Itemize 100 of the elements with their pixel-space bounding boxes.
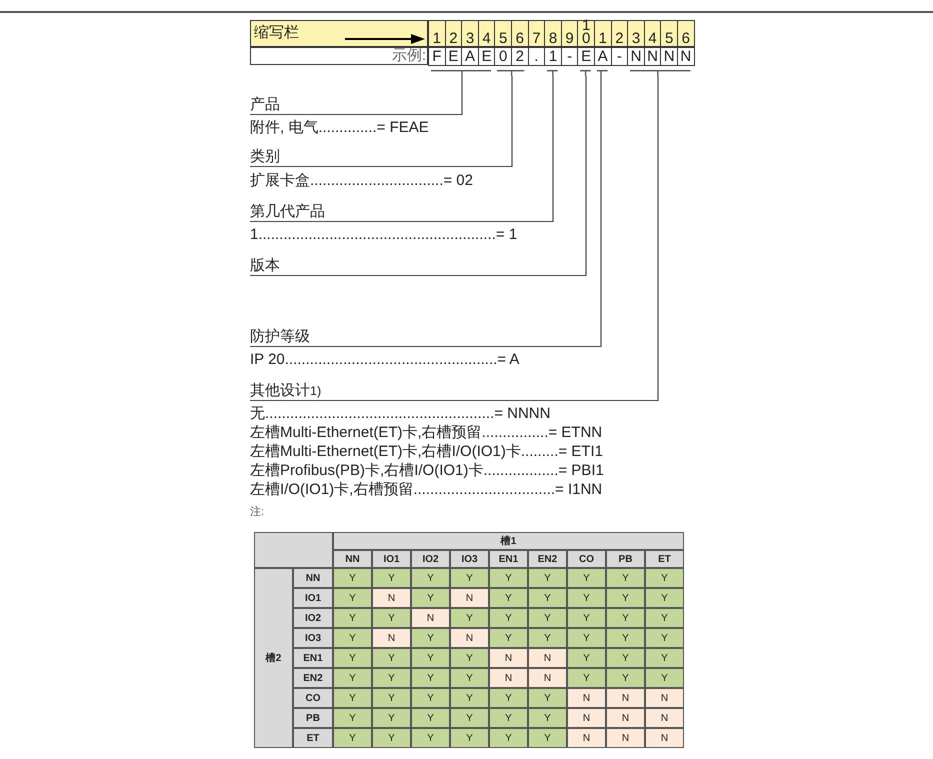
position-number: 5 bbox=[494, 20, 512, 47]
leader-line bbox=[552, 76, 554, 222]
compatibility-cell: Y bbox=[333, 628, 372, 648]
column-header: IO1 bbox=[372, 550, 411, 568]
code-character: 1 bbox=[544, 47, 562, 66]
bracket bbox=[547, 70, 558, 76]
position-number: 6 bbox=[677, 20, 695, 47]
compatibility-cell: Y bbox=[333, 568, 372, 588]
compatibility-cell: Y bbox=[645, 628, 684, 648]
column-header: EN2 bbox=[528, 550, 567, 568]
position-number: 3 bbox=[461, 20, 479, 47]
compatibility-cell: Y bbox=[411, 728, 450, 748]
compatibility-cell: Y bbox=[411, 648, 450, 668]
compatibility-cell: Y bbox=[489, 608, 528, 628]
compatibility-cell: Y bbox=[450, 668, 489, 688]
compatibility-cell: Y bbox=[411, 568, 450, 588]
compatibility-cell: Y bbox=[645, 588, 684, 608]
option-line: 左槽Multi-Ethernet(ET)卡,右槽I/O(IO1)卡.........= ETI1 bbox=[250, 443, 603, 461]
compatibility-cell: N bbox=[528, 668, 567, 688]
compatibility-cell: N bbox=[411, 608, 450, 628]
row-header: EN2 bbox=[293, 668, 333, 688]
compatibility-cell: Y bbox=[567, 588, 606, 608]
compatibility-cell: Y bbox=[333, 648, 372, 668]
compatibility-cell: Y bbox=[372, 568, 411, 588]
row-header: NN bbox=[293, 568, 333, 588]
compatibility-cell: Y bbox=[450, 688, 489, 708]
option-line: 左槽Multi-Ethernet(ET)卡,右槽预留................= ETNN bbox=[250, 424, 602, 442]
leader-line bbox=[461, 76, 463, 115]
compatibility-cell: Y bbox=[606, 668, 645, 688]
compatibility-cell: Y bbox=[333, 608, 372, 628]
compatibility-cell: Y bbox=[567, 628, 606, 648]
bracket bbox=[431, 70, 492, 76]
column-group-header: 槽1 bbox=[333, 532, 684, 550]
option-line: 左槽I/O(IO1)卡,右槽预留..................................= I1NN bbox=[250, 481, 602, 499]
compatibility-cell: Y bbox=[606, 648, 645, 668]
compatibility-cell: Y bbox=[333, 668, 372, 688]
position-number: 10 bbox=[577, 20, 595, 47]
bracket bbox=[630, 70, 691, 76]
compatibility-cell: Y bbox=[372, 668, 411, 688]
compatibility-cell: N bbox=[606, 688, 645, 708]
compatibility-cell: N bbox=[489, 668, 528, 688]
section-heading: 产品 bbox=[250, 93, 462, 115]
bracket bbox=[497, 70, 525, 76]
code-character: N bbox=[677, 47, 695, 66]
position-number: 8 bbox=[544, 20, 562, 47]
compatibility-cell: Y bbox=[450, 648, 489, 668]
option-line: IP 20...................................................= A bbox=[250, 351, 520, 369]
code-character: E bbox=[478, 47, 496, 66]
code-character: N bbox=[644, 47, 662, 66]
compatibility-cell: Y bbox=[528, 628, 567, 648]
leader-line bbox=[657, 76, 659, 401]
option-line: 无.......................................................= NNNN bbox=[250, 405, 550, 423]
compatibility-cell: Y bbox=[333, 688, 372, 708]
row-header: EN1 bbox=[293, 648, 333, 668]
row-header: IO3 bbox=[293, 628, 333, 648]
compatibility-cell: Y bbox=[567, 608, 606, 628]
row-header: CO bbox=[293, 688, 333, 708]
compatibility-cell: Y bbox=[567, 668, 606, 688]
position-number: 6 bbox=[511, 20, 529, 47]
compatibility-cell: Y bbox=[489, 568, 528, 588]
column-header: NN bbox=[333, 550, 372, 568]
leader-line bbox=[511, 76, 513, 167]
section-heading: 防护等级 bbox=[250, 325, 601, 347]
compatibility-cell: Y bbox=[411, 688, 450, 708]
leader-line bbox=[585, 76, 587, 276]
row-header: IO1 bbox=[293, 588, 333, 608]
compatibility-cell: Y bbox=[450, 708, 489, 728]
bracket bbox=[597, 70, 608, 76]
code-character: E bbox=[444, 47, 462, 66]
code-character: - bbox=[610, 47, 628, 66]
compatibility-cell: Y bbox=[333, 588, 372, 608]
compatibility-cell: Y bbox=[372, 708, 411, 728]
compatibility-cell: Y bbox=[567, 648, 606, 668]
example-label: 示例: bbox=[390, 47, 426, 65]
option-line: 附件, 电气..............= FEAE bbox=[250, 119, 429, 137]
compatibility-cell: N bbox=[567, 688, 606, 708]
compatibility-cell: Y bbox=[411, 708, 450, 728]
compatibility-cell: Y bbox=[489, 708, 528, 728]
compatibility-cell: Y bbox=[372, 688, 411, 708]
compatibility-cell: Y bbox=[372, 728, 411, 748]
compatibility-cell: N bbox=[450, 588, 489, 608]
code-character: F bbox=[428, 47, 446, 66]
compatibility-cell: Y bbox=[411, 588, 450, 608]
compatibility-cell: N bbox=[645, 708, 684, 728]
compatibility-cell: N bbox=[645, 688, 684, 708]
compatibility-cell: Y bbox=[606, 588, 645, 608]
section-heading: 第几代产品 bbox=[250, 200, 553, 222]
compatibility-cell: Y bbox=[528, 688, 567, 708]
code-character: . bbox=[528, 47, 546, 66]
compatibility-cell: N bbox=[528, 648, 567, 668]
compatibility-cell: Y bbox=[645, 568, 684, 588]
compatibility-cell: Y bbox=[450, 728, 489, 748]
section-heading: 版本 bbox=[250, 254, 586, 276]
compatibility-cell: Y bbox=[333, 708, 372, 728]
compatibility-cell: Y bbox=[528, 608, 567, 628]
bracket bbox=[580, 70, 591, 76]
code-character: A bbox=[461, 47, 479, 66]
compatibility-cell: Y bbox=[372, 608, 411, 628]
compatibility-cell: Y bbox=[411, 628, 450, 648]
compatibility-cell: N bbox=[567, 708, 606, 728]
